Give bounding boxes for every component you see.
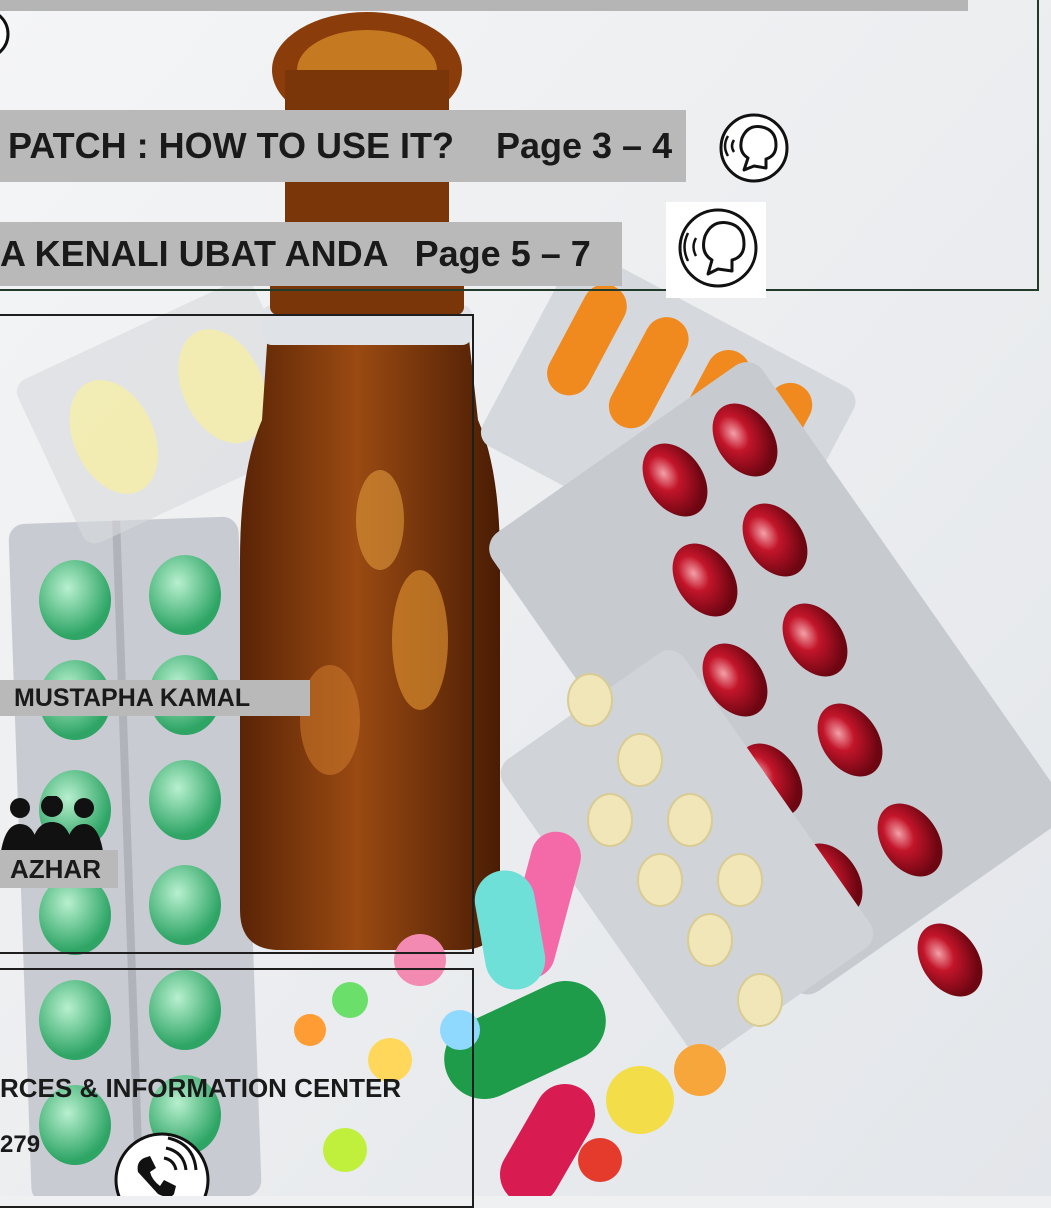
toc-item-title: A KENALI UBAT ANDA [0,233,389,274]
speaking-head-icon[interactable] [704,112,800,184]
credits-frame [0,314,474,954]
toc-item-2[interactable]: A KENALI UBAT ANDA Page 5 – 7 [0,222,622,286]
toc-item-1[interactable]: PATCH : HOW TO USE IT? Page 3 – 4 [0,110,686,182]
toc-item-pages: Page 3 – 4 [495,125,673,166]
info-center-label: RCES & INFORMATION CENTER [0,1073,402,1103]
phone-number[interactable]: 279 [0,1131,41,1158]
speaking-head-icon[interactable] [0,6,12,66]
people-group-icon [0,796,104,858]
toc-item-pages: Page 5 – 7 [414,233,591,274]
toc-item-title: PATCH : HOW TO USE IT? [8,125,454,166]
speaking-head-icon[interactable] [666,202,766,298]
credit-name-1: MUSTAPHA KAMAL [0,680,310,716]
toc-frame [0,0,1039,291]
top-header-bar [0,0,968,11]
phone-icon[interactable] [112,1132,212,1196]
credit-name-2: AZHAR [0,850,118,888]
